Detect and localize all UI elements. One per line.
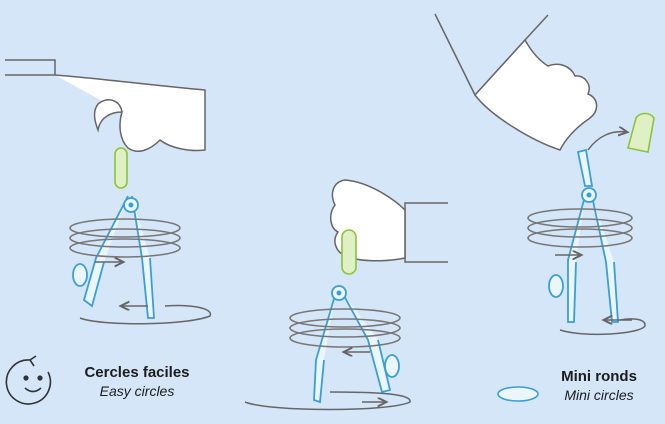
smiley-circle-icon bbox=[6, 356, 50, 404]
small-ellipse-icon bbox=[498, 387, 538, 401]
feature-caption-easy-circles: Cercles faciles Easy circles bbox=[72, 364, 202, 400]
feature-caption-mini-circles: Mini ronds Mini circles bbox=[540, 368, 658, 404]
base-orbit-left bbox=[80, 305, 210, 323]
grip-middle bbox=[342, 230, 356, 274]
compass-leg-middle-b bbox=[342, 292, 390, 392]
pencil-knob-left bbox=[73, 264, 87, 286]
motion-arrow-cap bbox=[588, 132, 626, 150]
feature-title: Mini ronds bbox=[540, 368, 658, 387]
feature-subtitle: Mini circles bbox=[540, 387, 658, 405]
hand-right bbox=[475, 40, 597, 150]
feature-subtitle: Easy circles bbox=[72, 383, 202, 401]
feature-title: Cercles faciles bbox=[72, 364, 202, 383]
compass-leg-left-a bbox=[84, 196, 128, 306]
base-orbit-middle bbox=[245, 392, 410, 410]
cap-removed bbox=[628, 114, 654, 153]
compass-leg-right-a bbox=[568, 196, 585, 322]
sleeve-left bbox=[5, 60, 55, 75]
compass-top-right bbox=[578, 150, 592, 186]
pencil-knob-right bbox=[549, 275, 563, 297]
compass-illustration-middle bbox=[245, 180, 448, 410]
grip-left bbox=[115, 148, 127, 188]
sleeve-middle bbox=[405, 203, 448, 262]
compass-leg-right-b bbox=[592, 196, 618, 322]
compass-illustration-mini-circles bbox=[435, 14, 654, 334]
hand-left bbox=[55, 75, 205, 151]
motion-rings-left bbox=[70, 219, 180, 257]
pencil-knob-middle bbox=[385, 355, 399, 377]
motion-rings-middle bbox=[290, 309, 400, 347]
compass-illustration-easy-circles bbox=[5, 60, 210, 324]
